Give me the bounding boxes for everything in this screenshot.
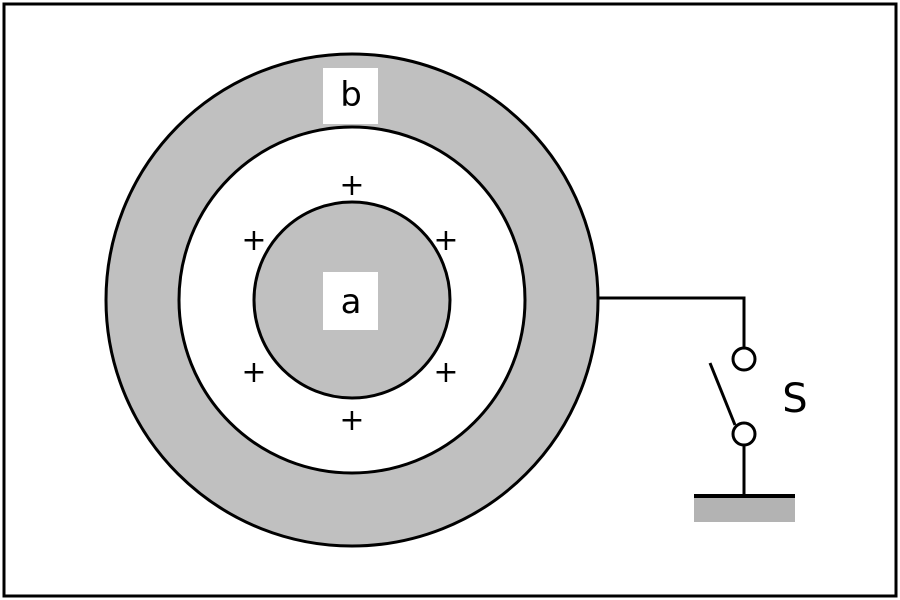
switch-blade	[708, 362, 737, 426]
charge-plus-top: +	[339, 168, 364, 203]
charge-plus-bottom: +	[339, 403, 364, 438]
label-a-box	[323, 272, 378, 330]
label-a: a	[341, 282, 362, 322]
ground-block	[694, 496, 795, 522]
charge-plus-lower-left: +	[241, 355, 266, 390]
charge-plus-upper-left: +	[241, 223, 266, 258]
label-b-box	[323, 68, 378, 124]
label-b: b	[340, 75, 362, 115]
switch-terminal-bottom	[731, 421, 757, 447]
switch-terminal-top	[731, 346, 757, 372]
charge-plus-upper-right: +	[433, 223, 458, 258]
charge-plus-lower-right: +	[433, 355, 458, 390]
switch-label: S	[782, 376, 807, 422]
connection-wire	[598, 296, 746, 347]
